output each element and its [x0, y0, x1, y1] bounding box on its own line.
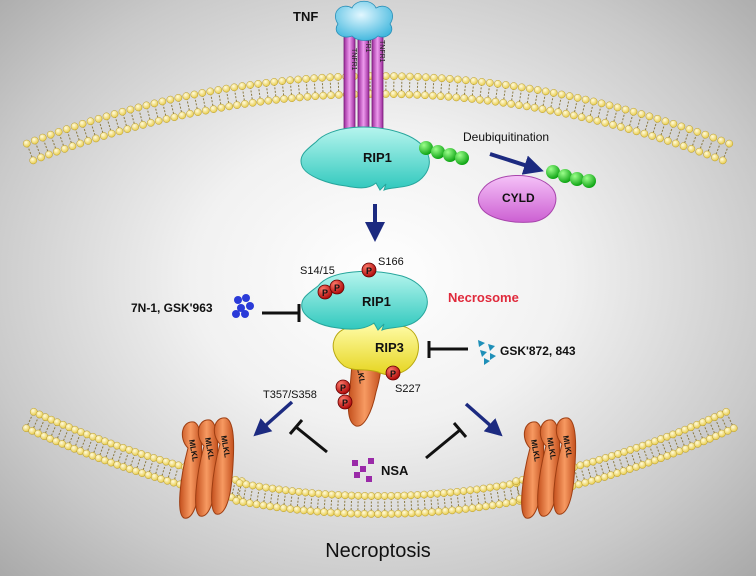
cyld-label: CYLD — [502, 191, 535, 205]
nsa-label: NSA — [381, 463, 409, 478]
nsa-inhibition-bar-right — [452, 422, 468, 438]
mlkl-translocation-arrow-right — [464, 402, 503, 437]
necroptosis-label: Necroptosis — [325, 540, 431, 562]
tnfr1-label-2: TNFR1 — [364, 30, 371, 53]
mlkl-subunit-label: MLKL — [529, 439, 542, 463]
plasma-membrane-bottom-middle — [232, 479, 524, 518]
rip3-inhibitor: GSK'872, 843 — [427, 340, 576, 365]
ubiquitin-chain-released — [546, 165, 596, 188]
tnfr1-label-3: TNFR1 — [378, 40, 385, 63]
deubiquitination-arrow — [489, 152, 544, 175]
mlkl-subunit-label: MLKL — [203, 437, 216, 461]
necrosome-label: Necrosome — [448, 290, 519, 305]
rip3-kinase: RIP3 — [332, 323, 419, 376]
rip1-receptor-complex: RIP1 — [300, 126, 430, 191]
mlkl-subunit-label: MLKL — [187, 439, 200, 463]
tnfr1-label-1: TNFR1 — [350, 48, 357, 71]
nsa-inhibitor: NSA — [288, 419, 468, 482]
rip3-inhibitor-label: GSK'872, 843 — [500, 344, 576, 358]
site-label-s14-15: S14/15 — [300, 265, 335, 277]
rip3-label: RIP3 — [375, 340, 404, 355]
rip1-label-necrosome: RIP1 — [362, 294, 391, 309]
phospho-mark: P — [322, 288, 328, 298]
nsa-inhibition-line-right — [425, 428, 461, 460]
site-label-t357-s358: T357/S358 — [263, 389, 317, 401]
tnf-label: TNF — [293, 9, 318, 24]
mlkl-subunit-label: MLKL — [545, 437, 558, 461]
phospho-site-s227: P — [385, 365, 401, 381]
rip1-inhibitor: 7N-1, GSK'963 — [131, 294, 301, 322]
mlkl-subunit-label: MLKL — [219, 435, 232, 459]
mlkl-translocation-arrow-left — [253, 400, 294, 437]
plasma-membrane-bottom-right — [512, 407, 738, 503]
phospho-site-s166: P — [361, 262, 377, 278]
site-label-s227: S227 — [395, 383, 421, 395]
phospho-mark: P — [340, 383, 346, 393]
phospho-site-s14-15: P P — [317, 279, 345, 300]
cyld-enzyme: CYLD — [477, 175, 557, 223]
tnfr1-receptor: TNFR1 TNFR1 TNFR1 — [343, 27, 385, 149]
nsa-inhibition-bar-left — [288, 419, 304, 435]
phospho-mark: P — [342, 398, 348, 408]
nsa-molecule-icon — [352, 458, 374, 482]
deubiquitination-label: Deubiquitination — [463, 130, 549, 144]
phospho-mark: P — [390, 369, 396, 379]
rip1-necrosome: RIP1 — [301, 270, 428, 331]
phospho-site-t357-s358: P P — [335, 379, 353, 410]
phospho-mark: P — [334, 283, 340, 293]
mlkl-oligomer-subunit — [553, 417, 577, 515]
phospho-mark: P — [366, 266, 372, 276]
rip3-inhibitor-molecule-icon — [478, 340, 496, 365]
mlkl-subunit-label: MLKL — [561, 435, 574, 459]
tnf-ligand: TNF — [293, 0, 393, 41]
rip1-inhibitor-molecule-icon — [232, 294, 254, 318]
site-label-s166: S166 — [378, 256, 404, 268]
rip1-inhibitor-label: 7N-1, GSK'963 — [131, 301, 213, 315]
ubiquitin-chain-attached — [419, 141, 469, 165]
mlkl-oligomer-subunit — [211, 417, 235, 515]
rip1-label-top: RIP1 — [363, 150, 392, 165]
nsa-inhibition-line-left — [295, 425, 328, 454]
